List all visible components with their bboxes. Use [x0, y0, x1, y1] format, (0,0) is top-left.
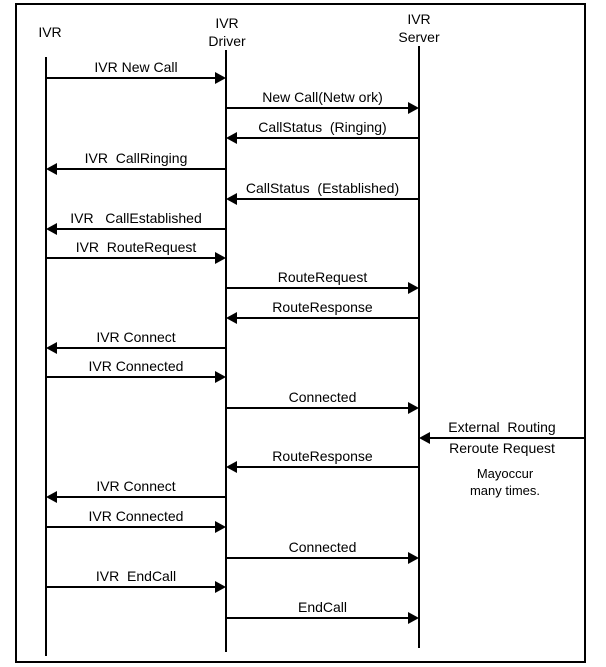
arrowhead-icon: [215, 581, 226, 593]
message-label-below: Reroute Request: [449, 440, 555, 456]
message-arrow: IVR CallEstablished: [46, 210, 226, 235]
message-label: RouteResponse: [272, 299, 373, 315]
arrowhead-icon: [408, 282, 419, 294]
participant-server-label-1: IVR: [407, 11, 430, 27]
arrowhead-icon: [408, 552, 419, 564]
message-label: IVR CallEstablished: [70, 210, 202, 226]
message-arrow: IVR Connected: [46, 358, 226, 383]
message-arrow: CallStatus (Ringing): [226, 119, 419, 144]
participant-driver-label-1: IVR: [215, 15, 238, 31]
participant-driver-label-2: Driver: [208, 33, 246, 49]
message-label: EndCall: [298, 599, 347, 615]
arrowhead-icon: [215, 521, 226, 533]
arrowhead-icon: [215, 252, 226, 264]
message-label: RouteRequest: [278, 269, 368, 285]
message-arrow: Connected: [226, 389, 419, 414]
message-label: CallStatus (Ringing): [258, 119, 386, 135]
arrowhead-icon: [46, 342, 57, 354]
message-arrow: IVR Connect: [46, 478, 226, 503]
arrowhead-icon: [46, 163, 57, 175]
message-label: IVR Connected: [89, 358, 184, 374]
arrowhead-icon: [215, 371, 226, 383]
message-arrow: IVR New Call: [46, 59, 226, 84]
message-arrow: CallStatus (Established): [226, 180, 419, 205]
note-line-2: many times.: [470, 483, 540, 498]
message-label: External Routing: [448, 419, 555, 435]
message-label: RouteResponse: [272, 448, 373, 464]
participant-server-label-2: Server: [398, 29, 440, 45]
message-label: New Call(Netw ork): [262, 89, 383, 105]
message-label: IVR New Call: [94, 59, 177, 75]
arrowhead-icon: [215, 72, 226, 84]
message-label: IVR Connect: [96, 478, 175, 494]
message-label: CallStatus (Established): [246, 180, 399, 196]
message-label: IVR EndCall: [96, 568, 176, 584]
message-label: IVR CallRinging: [85, 150, 188, 166]
diagram-border: [15, 3, 586, 663]
arrowhead-icon: [226, 461, 237, 473]
arrowhead-icon: [419, 432, 430, 444]
message-arrow: IVR Connected: [46, 508, 226, 533]
arrowhead-icon: [408, 402, 419, 414]
participant-ivr-label: IVR: [38, 24, 61, 40]
message-label: Connected: [289, 389, 357, 405]
message-label: Connected: [289, 539, 357, 555]
message-arrow: Connected: [226, 539, 419, 564]
message-label: IVR Connect: [96, 329, 175, 345]
arrowhead-icon: [408, 102, 419, 114]
message-arrow: New Call(Netw ork): [226, 89, 419, 114]
message-label: IVR RouteRequest: [76, 239, 197, 255]
arrowhead-icon: [46, 491, 57, 503]
message-label: IVR Connected: [89, 508, 184, 524]
arrowhead-icon: [226, 312, 237, 324]
arrowhead-icon: [226, 132, 237, 144]
message-arrow: EndCall: [226, 599, 419, 624]
arrowhead-icon: [46, 223, 57, 235]
note-line-1: Mayoccur: [477, 466, 534, 481]
message-arrow: IVR Connect: [46, 329, 226, 354]
arrowhead-icon: [408, 612, 419, 624]
message-arrow: RouteResponse: [226, 299, 419, 324]
message-arrow: RouteResponse: [226, 448, 419, 473]
message-arrow: RouteRequest: [226, 269, 419, 294]
message-arrow: IVR EndCall: [46, 568, 226, 593]
message-arrow: IVR CallRinging: [46, 150, 226, 175]
arrowhead-icon: [226, 193, 237, 205]
message-arrow: IVR RouteRequest: [46, 239, 226, 264]
